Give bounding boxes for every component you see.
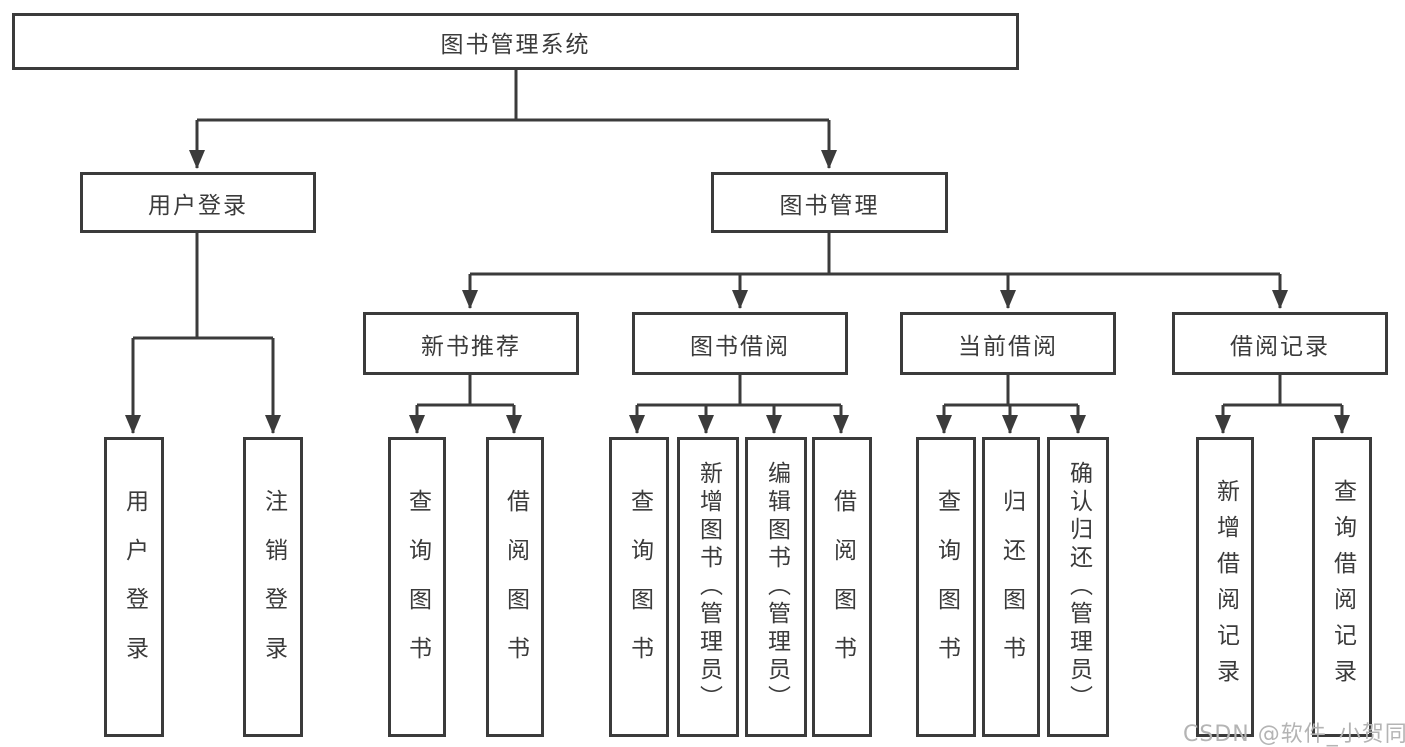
node-book-borrow: 图书借阅 <box>632 312 848 375</box>
edge-user-login-bus <box>133 233 273 340</box>
node-leaf-borrow-books-recommend: 借阅图书 <box>486 437 544 737</box>
node-leaf-return-books: 归还图书 <box>982 437 1040 737</box>
node-label: 查询图书 <box>404 489 431 685</box>
edge-new-book-bus <box>417 375 514 407</box>
node-label: 新书推荐 <box>421 333 521 360</box>
node-leaf-borrow-books: 借阅图书 <box>812 437 872 737</box>
node-label: 当前借阅 <box>958 333 1058 360</box>
csdn-watermark: CSDN @软件_小贺同学 <box>1183 722 1405 747</box>
node-new-book-recommend: 新书推荐 <box>363 312 579 375</box>
node-label: 新增借阅记录 <box>1212 479 1239 695</box>
edge-borrow-records-bus <box>1223 375 1342 407</box>
node-borrow-records: 借阅记录 <box>1172 312 1388 375</box>
node-label: 借阅记录 <box>1230 333 1330 360</box>
node-label: 新增图书（管理员） <box>695 461 722 713</box>
node-label: 借阅图书 <box>502 489 529 685</box>
node-book-management: 图书管理 <box>711 172 948 233</box>
node-label: 查询图书 <box>626 489 653 685</box>
node-leaf-user-login: 用户登录 <box>104 437 164 737</box>
node-leaf-logout: 注销登录 <box>243 437 303 737</box>
node-label: 借阅图书 <box>829 489 856 685</box>
edge-current-borrow-bus <box>944 375 1078 407</box>
node-leaf-query-books-borrow: 查询图书 <box>609 437 669 737</box>
node-label: 用户登录 <box>148 192 248 219</box>
edge-book-mgmt-bus <box>470 233 1280 276</box>
node-leaf-add-borrow-record: 新增借阅记录 <box>1196 437 1254 737</box>
node-label: 确认归还（管理员） <box>1065 461 1092 713</box>
node-leaf-query-books-current: 查询图书 <box>916 437 976 737</box>
node-user-login: 用户登录 <box>80 172 316 233</box>
node-label: 图书借阅 <box>690 333 790 360</box>
node-label: 图书管理 <box>779 192 880 219</box>
node-library-management-system: 图书管理系统 <box>12 13 1019 70</box>
node-leaf-confirm-return-admin: 确认归还（管理员） <box>1047 437 1109 737</box>
node-label: 注销登录 <box>260 489 287 685</box>
node-leaf-edit-books-admin: 编辑图书（管理员） <box>745 437 807 737</box>
node-current-borrow: 当前借阅 <box>900 312 1116 375</box>
node-leaf-add-books-admin: 新增图书（管理员） <box>677 437 739 737</box>
node-label: 归还图书 <box>998 489 1025 685</box>
edge-book-borrow-bus <box>637 375 841 407</box>
node-label: 用户登录 <box>121 489 148 685</box>
node-label: 图书管理系统 <box>440 31 591 58</box>
node-leaf-query-books-recommend: 查询图书 <box>388 437 446 737</box>
node-label: 查询图书 <box>933 489 960 685</box>
node-label: 编辑图书（管理员） <box>763 461 790 713</box>
node-label: 查询借阅记录 <box>1329 479 1356 695</box>
edge-root-bus <box>197 70 829 122</box>
node-leaf-query-borrow-record: 查询借阅记录 <box>1312 437 1372 737</box>
